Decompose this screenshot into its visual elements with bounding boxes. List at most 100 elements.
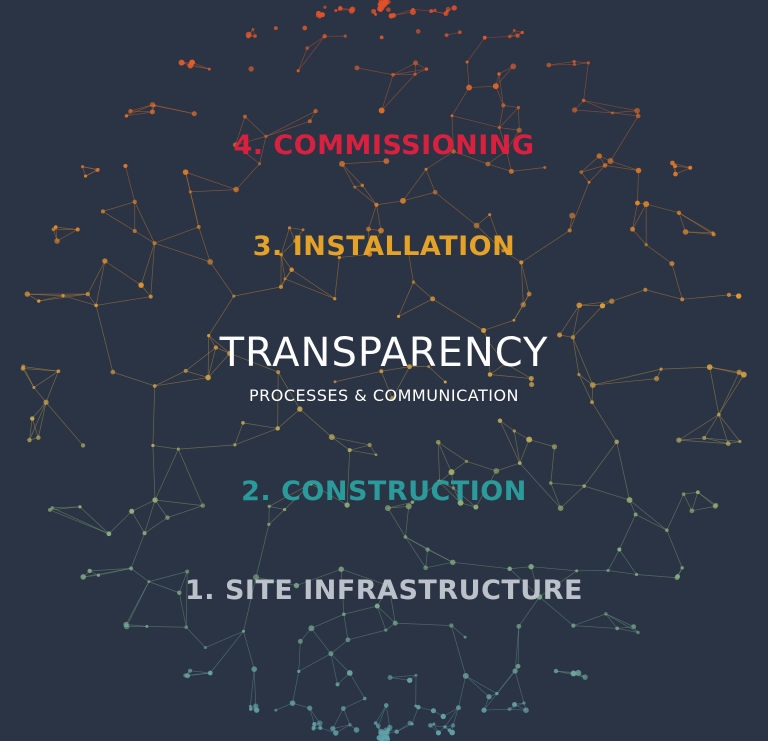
network-link [704,437,740,442]
network-node [487,372,493,377]
network-node [378,227,384,234]
network-link [29,402,47,441]
network-node [502,360,508,367]
network-link [380,371,393,399]
network-link [451,115,454,152]
network-node [711,232,716,237]
network-node [334,9,338,13]
network-node [207,670,213,676]
network-node [384,505,391,512]
network-link [396,722,411,732]
network-link [125,165,136,202]
network-link [581,165,606,173]
network-node [443,725,447,729]
network-link [209,631,244,674]
network-link [112,371,155,387]
network-link [432,298,484,331]
network-node [599,303,606,309]
network-node [213,345,219,350]
network-node [258,162,262,166]
network-link [519,439,530,464]
network-link [277,371,301,410]
network-node [526,436,533,443]
network-node [635,113,641,119]
network-node [188,668,193,673]
network-node [276,370,281,375]
network-node [373,721,378,725]
network-node [248,66,254,72]
network-node [389,396,395,401]
network-link [496,462,520,472]
network-link [555,670,586,678]
network-node [546,62,552,68]
network-link [349,444,370,451]
network-node [427,365,431,369]
network-node [440,713,446,720]
network-node [297,669,301,673]
network-node [316,10,322,16]
network-link [154,377,209,387]
network-link [583,100,638,112]
network-link [277,408,301,429]
network-link [83,568,132,578]
network-link [155,499,203,506]
network-link [144,499,156,534]
network-link [49,509,110,535]
network-link [334,257,340,299]
network-node [444,33,449,38]
network-link [572,337,580,375]
network-link [506,130,520,151]
network-node [353,185,357,189]
network-node [570,335,576,340]
network-node [147,580,151,584]
network-node [289,700,296,706]
network-link [629,499,668,531]
network-link [38,293,88,302]
network-link [56,229,78,242]
network-node [522,701,526,705]
network-link [131,511,145,534]
network-link [518,596,540,627]
network-node [557,505,564,511]
network-link [255,524,270,578]
network-link [269,506,285,510]
network-link [718,374,745,415]
network-node [486,694,492,700]
network-link [412,481,440,503]
network-link [425,549,428,568]
network-link [185,172,191,192]
network-link [632,203,647,230]
network-link [309,707,321,724]
network-node [110,369,116,375]
network-node [517,461,522,465]
network-node [379,35,384,40]
network-link [38,402,47,438]
network-link [393,73,416,76]
network-link [368,204,377,230]
network-link [22,368,35,388]
network-link [45,402,84,446]
network-link [235,116,246,146]
network-link [376,204,382,231]
network-node [551,444,558,450]
network-node [330,725,336,732]
network-link [499,420,521,464]
network-node [123,163,128,168]
network-node [492,83,499,90]
network-node [465,60,469,64]
network-link [402,191,436,202]
network-link [617,626,634,629]
network-node [462,672,469,679]
network-link [368,229,370,255]
network-link [453,151,489,165]
network-link [645,244,673,264]
network-link [632,228,647,245]
network-link [79,506,110,535]
network-link [434,191,477,226]
network-node [152,384,157,388]
network-link [559,305,580,336]
network-link [616,441,630,501]
network-node [451,486,456,490]
network-node [435,730,442,736]
network-node [183,368,188,373]
